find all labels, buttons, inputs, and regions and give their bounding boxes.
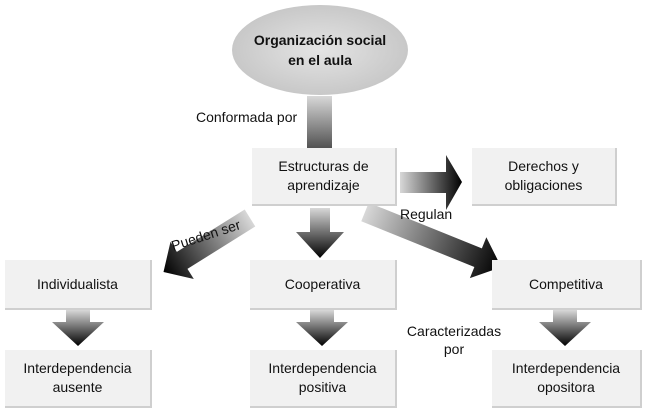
arrow-left-diagonal xyxy=(163,209,256,280)
node-positiva: Interdependencia positiva xyxy=(250,350,397,408)
node-individualista: Individualista xyxy=(5,260,152,310)
arrow-center-down xyxy=(296,208,344,258)
arrow-competitiva xyxy=(539,310,591,346)
node-cooperativa: Cooperativa xyxy=(250,260,397,310)
node-derechos: Derechos y obligaciones xyxy=(472,148,617,206)
label-regulan: Regulan xyxy=(400,206,453,222)
arrow-individualista xyxy=(52,310,104,346)
node-competitiva: Competitiva xyxy=(492,260,642,310)
node-opositora: Interdependencia opositora xyxy=(492,350,642,408)
node-estructuras: Estructuras de aprendizaje xyxy=(252,148,397,206)
root-ellipse xyxy=(232,5,408,95)
arrow-regulan xyxy=(400,155,462,210)
arrow-right-diagonal xyxy=(361,202,502,279)
node-ausente: Interdependencia ausente xyxy=(5,350,152,408)
arrow-cooperativa xyxy=(296,310,348,346)
label-caracterizadas: Caracterizadas por xyxy=(406,323,502,357)
label-conformada: Conformada por xyxy=(196,109,298,125)
root-node: Organización social en el aula xyxy=(253,32,387,68)
